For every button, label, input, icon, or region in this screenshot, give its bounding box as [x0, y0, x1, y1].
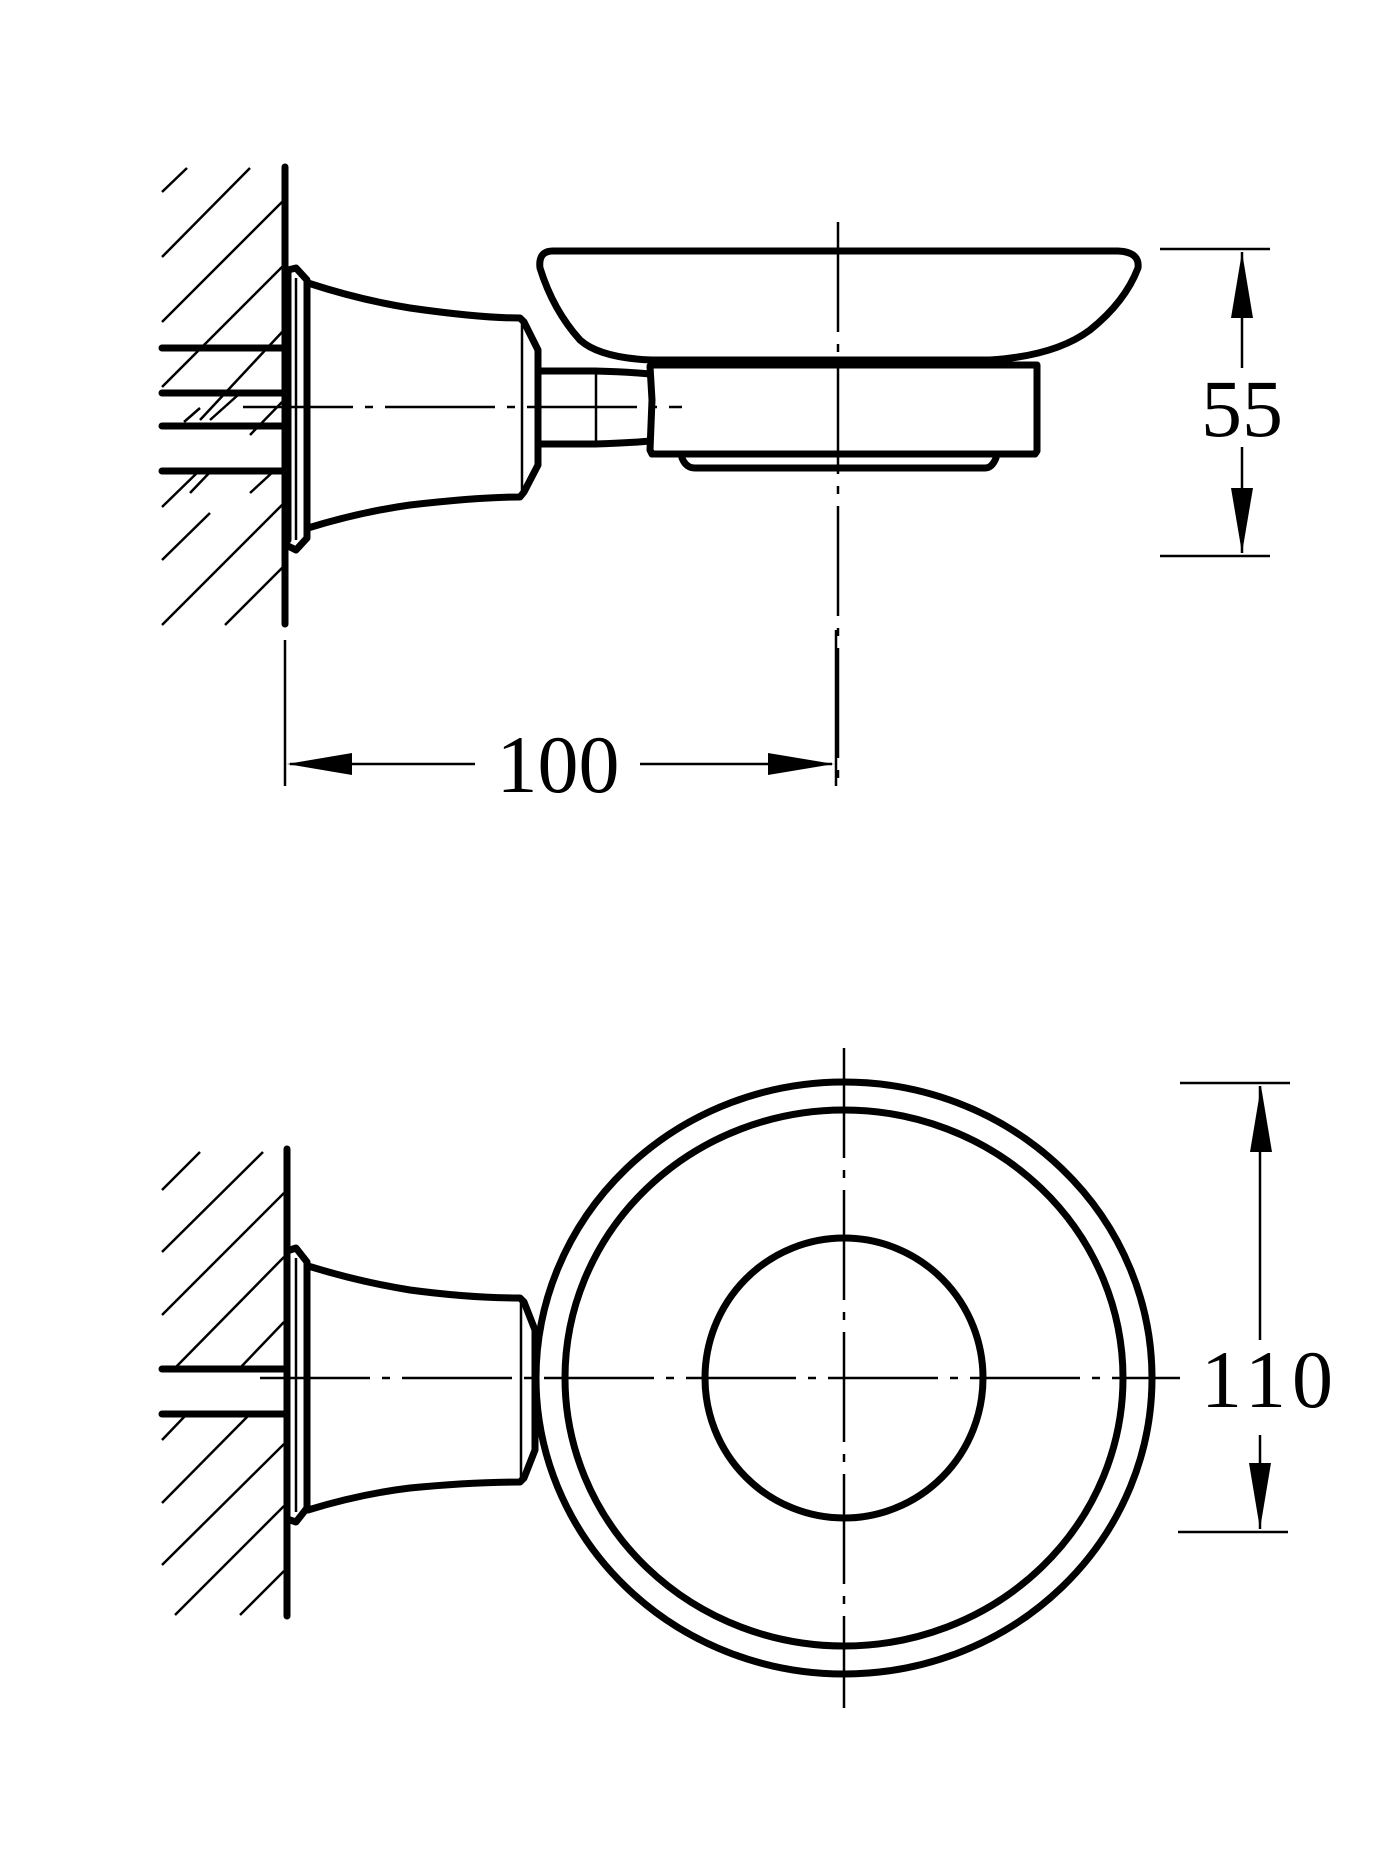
dish-holder-foot — [678, 454, 1000, 472]
side-view: 100 55 — [158, 163, 1283, 810]
dimension-label-100: 100 — [497, 719, 620, 810]
dimension-diameter: 110 — [1178, 1081, 1339, 1534]
dimension-label-110: 110 — [1201, 1334, 1339, 1425]
dimension-label-55: 55 — [1201, 363, 1283, 454]
wall-hatching-top — [161, 1151, 285, 1616]
top-view: 110 — [158, 1048, 1339, 1708]
dimension-height: 55 — [1160, 247, 1283, 558]
wall-flange-top — [286, 1244, 311, 1526]
dish-bowl — [536, 247, 1142, 364]
mounting-screws — [158, 344, 287, 475]
mounting-screws-top — [158, 1365, 288, 1418]
bracket-body — [304, 279, 542, 532]
bracket-body-top — [304, 1262, 539, 1514]
dimension-projection: 100 — [283, 630, 838, 810]
dish-holder — [646, 361, 1041, 458]
wall-flange — [284, 264, 311, 554]
